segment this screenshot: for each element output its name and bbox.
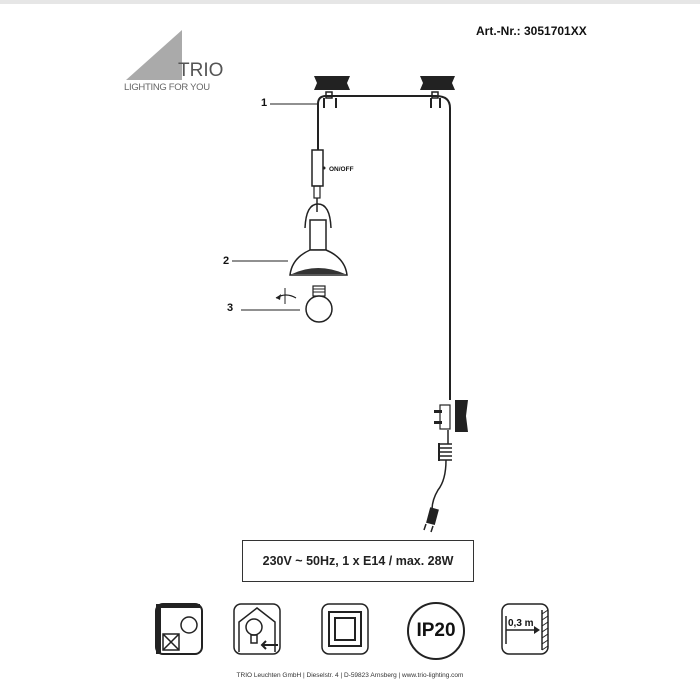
lampshade	[289, 249, 348, 276]
callout-3: 3	[227, 302, 234, 314]
logo-tagline: LIGHTING FOR YOU	[124, 82, 210, 93]
electrical-spec: 230V ~ 50Hz, 1 x E14 / max. 28W	[242, 540, 474, 582]
min-distance-icon	[501, 603, 549, 655]
company-footer: TRIO Leuchten GmbH | Dieselstr. 4 | D-59…	[236, 672, 464, 679]
callout-1: 1	[261, 97, 268, 109]
switch-label: ON/OFF	[329, 166, 354, 173]
no-surface-mounting-icon	[155, 603, 203, 655]
ceiling-mount-left	[314, 76, 350, 108]
trio-logo-triangle	[126, 30, 182, 80]
protection-class-2-icon	[321, 603, 369, 655]
indoor-use-icon	[233, 603, 281, 655]
switch-body	[311, 149, 324, 187]
logo-brand: TRIO	[178, 60, 224, 81]
min-distance-label: 0,3 m	[508, 618, 534, 629]
plug	[426, 507, 439, 526]
bulb	[305, 295, 333, 323]
article-number: Art.-Nr.: 3051701XX	[476, 24, 587, 38]
ip20-icon: IP20	[407, 602, 465, 660]
top-border	[0, 0, 700, 4]
callout-2: 2	[223, 255, 230, 267]
installation-diagram	[232, 76, 468, 533]
cable	[317, 95, 451, 400]
